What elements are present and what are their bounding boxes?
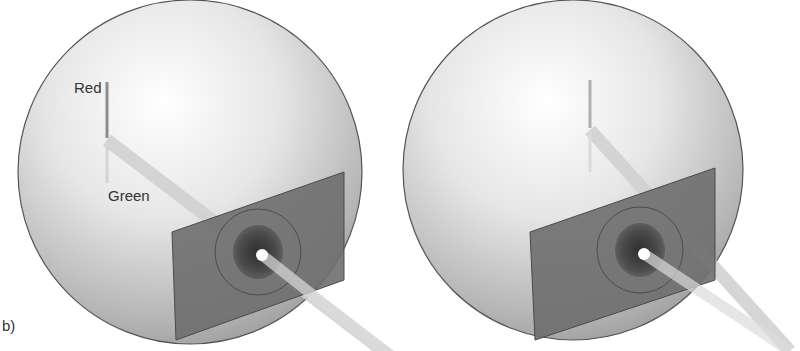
panel-label: b) bbox=[2, 318, 15, 335]
cone-label: Red bbox=[74, 80, 102, 97]
cone-label: Green bbox=[108, 188, 150, 205]
right-eye bbox=[403, 0, 790, 351]
left-eye bbox=[18, 0, 395, 351]
